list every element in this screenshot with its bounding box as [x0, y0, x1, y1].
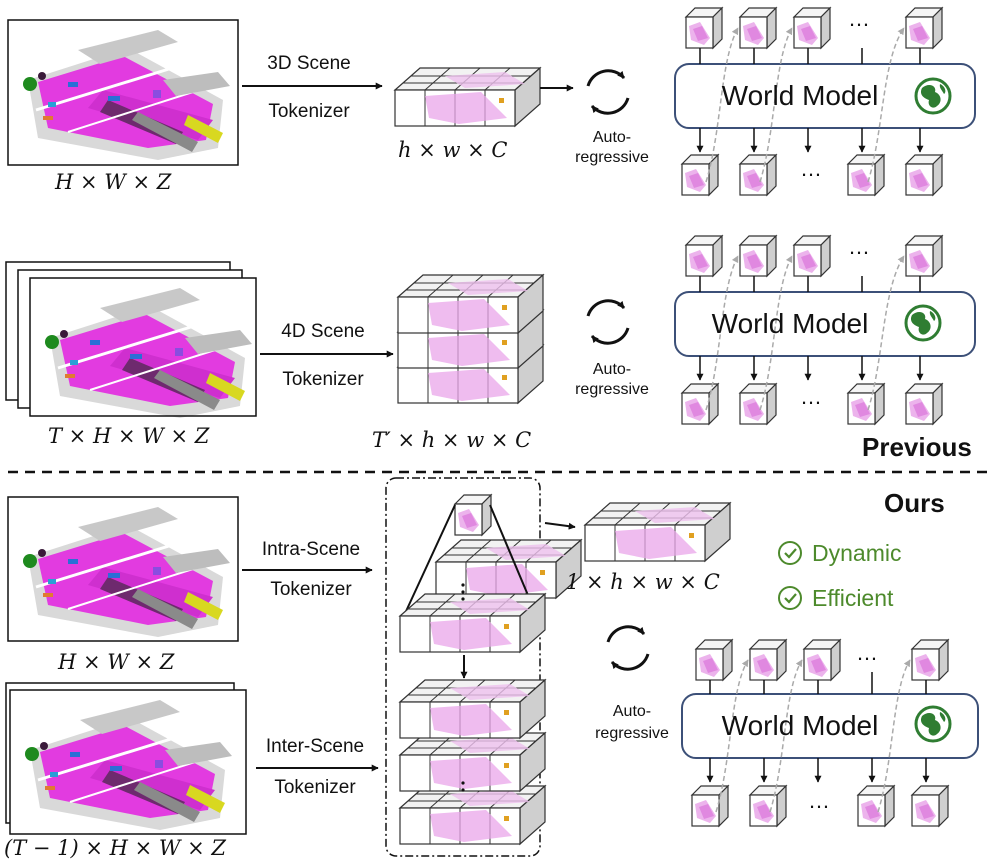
tokenizer-module-box — [385, 477, 541, 857]
row2-feedback-arrows — [705, 255, 905, 411]
row2-ellipsis-bottom: … — [800, 384, 822, 409]
row1-tokenizer-label-line2: Tokenizer — [268, 101, 350, 122]
check-circle-icon — [777, 585, 803, 611]
row2-autoregressive-line2: regressive — [575, 381, 649, 398]
previous-section-label: Previous — [862, 432, 972, 462]
row3-autoregressive-line2: regressive — [595, 725, 669, 742]
earth-globe-icon — [914, 77, 952, 115]
row2-input-cubes — [685, 235, 943, 292]
row2-ellipsis-top: … — [848, 234, 870, 259]
inter-tokenizer-label-line1: Inter-Scene — [265, 736, 365, 757]
row1-autoregressive-line2: regressive — [575, 149, 649, 166]
autoregressive-cycle-icon — [588, 301, 628, 343]
row2-world-model-label: World Model — [711, 308, 869, 339]
row2-input-dims: T × H × W × Z — [48, 424, 210, 448]
row3-autoregressive-line1: Auto- — [612, 703, 652, 720]
intra-tokenizer-label-line1: Intra-Scene — [261, 539, 361, 560]
row3-ellipsis-top: … — [856, 640, 878, 665]
earth-globe-icon — [904, 304, 942, 342]
row1-world-model-label: World Model — [721, 80, 879, 111]
earth-globe-icon — [914, 705, 952, 743]
row1-input-dims: H × W × Z — [55, 170, 172, 194]
row1-feedback-arrows — [705, 27, 905, 183]
intra-token-pyramid — [399, 494, 582, 653]
row2-world-model-box — [674, 291, 976, 357]
row3-ellipsis-bottom: … — [808, 788, 830, 813]
inter-tokenizer-label-line2: Tokenizer — [274, 777, 356, 798]
feature-efficient: Efficient — [812, 585, 894, 611]
row3-intra-input-scene — [6, 495, 250, 649]
row3-inter-input-scene-stack — [5, 682, 252, 842]
inter-token-stack — [399, 679, 546, 845]
autoregressive-cycle-icon — [608, 627, 648, 669]
row1-input-scene — [6, 18, 250, 172]
check-circle-icon — [777, 540, 803, 566]
row2-output-cubes — [681, 356, 943, 425]
row2-token-dims: T′ × h × w × C — [372, 428, 532, 452]
row3-output-arrow — [544, 522, 576, 530]
row1-ellipsis-top: … — [848, 6, 870, 31]
row2-tokenizer-label-line1: 4D Scene — [281, 321, 365, 342]
row2-token-stack — [397, 274, 544, 404]
row3-feedback-arrows — [715, 659, 911, 813]
row3-output-cubes — [691, 758, 949, 827]
row3-world-model-box — [681, 693, 979, 759]
row1-autoregressive-line1: Auto- — [592, 129, 632, 146]
inter-input-dims: (T − 1) × H × W × Z — [4, 836, 227, 860]
row3-input-cubes — [695, 639, 949, 694]
autoregressive-cycle-icon — [588, 71, 628, 113]
row1-output-cubes — [681, 128, 943, 196]
row2-autoregressive-line1: Auto- — [592, 361, 632, 378]
row1-token-dims: h × w × C — [398, 138, 508, 162]
row1-tokenizer-label-line1: 3D Scene — [267, 53, 351, 74]
intra-input-dims: H × W × Z — [58, 650, 175, 674]
row1-ellipsis-bottom: … — [800, 156, 822, 181]
ours-section-label: Ours — [884, 488, 945, 518]
row3-world-model-label: World Model — [721, 710, 879, 741]
row2-tokenizer-label-line2: Tokenizer — [282, 369, 364, 390]
feature-dynamic: Dynamic — [812, 540, 902, 566]
row2-input-scene-stack — [5, 261, 272, 430]
row3-token-dims: 1 × h × w × C — [566, 570, 720, 594]
row1-token-grid — [394, 67, 541, 127]
row1-world-model-box — [674, 63, 976, 129]
row3-token-grid — [584, 502, 731, 562]
row1-input-cubes — [685, 7, 943, 64]
intra-tokenizer-label-line2: Tokenizer — [270, 579, 352, 600]
